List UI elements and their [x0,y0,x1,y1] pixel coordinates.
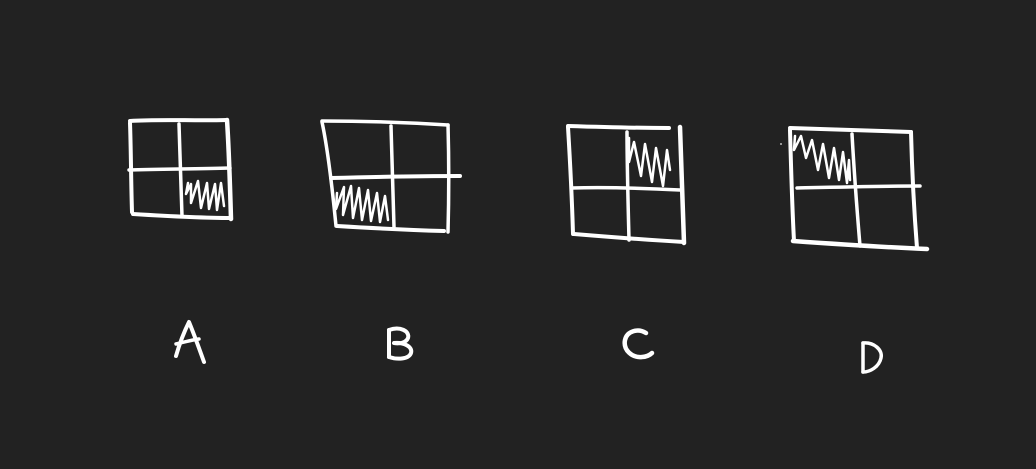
option-b-label: B [388,323,413,364]
option-b-grid [320,119,462,234]
option-d-grid [780,126,930,252]
option-a-divider-vertical [177,122,184,218]
option-b-label-glyph [387,326,414,361]
option-d-outer-bottom [790,238,930,252]
option-c-label: C [624,324,649,365]
option-b-outer-bottom [335,224,446,233]
option-b-divider-horizontal [329,174,462,180]
option-b-outer-right [446,123,451,234]
option-b-outer-top [320,119,450,127]
option-c-grid [566,124,687,246]
option-d-divider-vertical [850,132,862,248]
option-d-hatching-top-left [792,134,852,185]
option-a-grid [127,117,234,222]
option-d-stray-mark [780,143,782,145]
option-c-outer-right [677,124,687,246]
option-d-outer-right [909,130,919,250]
option-a-label: A [177,318,202,359]
option-a-outer-left [128,121,134,214]
option-b-outer-left [320,120,338,228]
option-a-label-glyph [174,320,206,364]
option-c-outer-top [566,124,671,130]
option-d-outer-top [788,126,913,134]
option-c-divider-horizontal [570,185,682,192]
option-a-divider-horizontal [127,166,232,172]
option-d-label-glyph [861,341,883,374]
option-a-hatching-bottom-right [184,179,226,212]
option-c-label-glyph [622,328,655,360]
option-c-outer-left [566,125,575,236]
option-d-divider-horizontal [795,184,922,190]
option-b-hatching-bottom-left [334,184,390,224]
option-a-outer-top [128,118,229,123]
option-b-divider-vertical [389,124,396,229]
option-c-hatching-top-right [627,136,672,188]
option-c-divider-vertical [625,130,631,242]
option-d-outer-left [788,128,796,243]
option-d-label: D [857,338,885,379]
